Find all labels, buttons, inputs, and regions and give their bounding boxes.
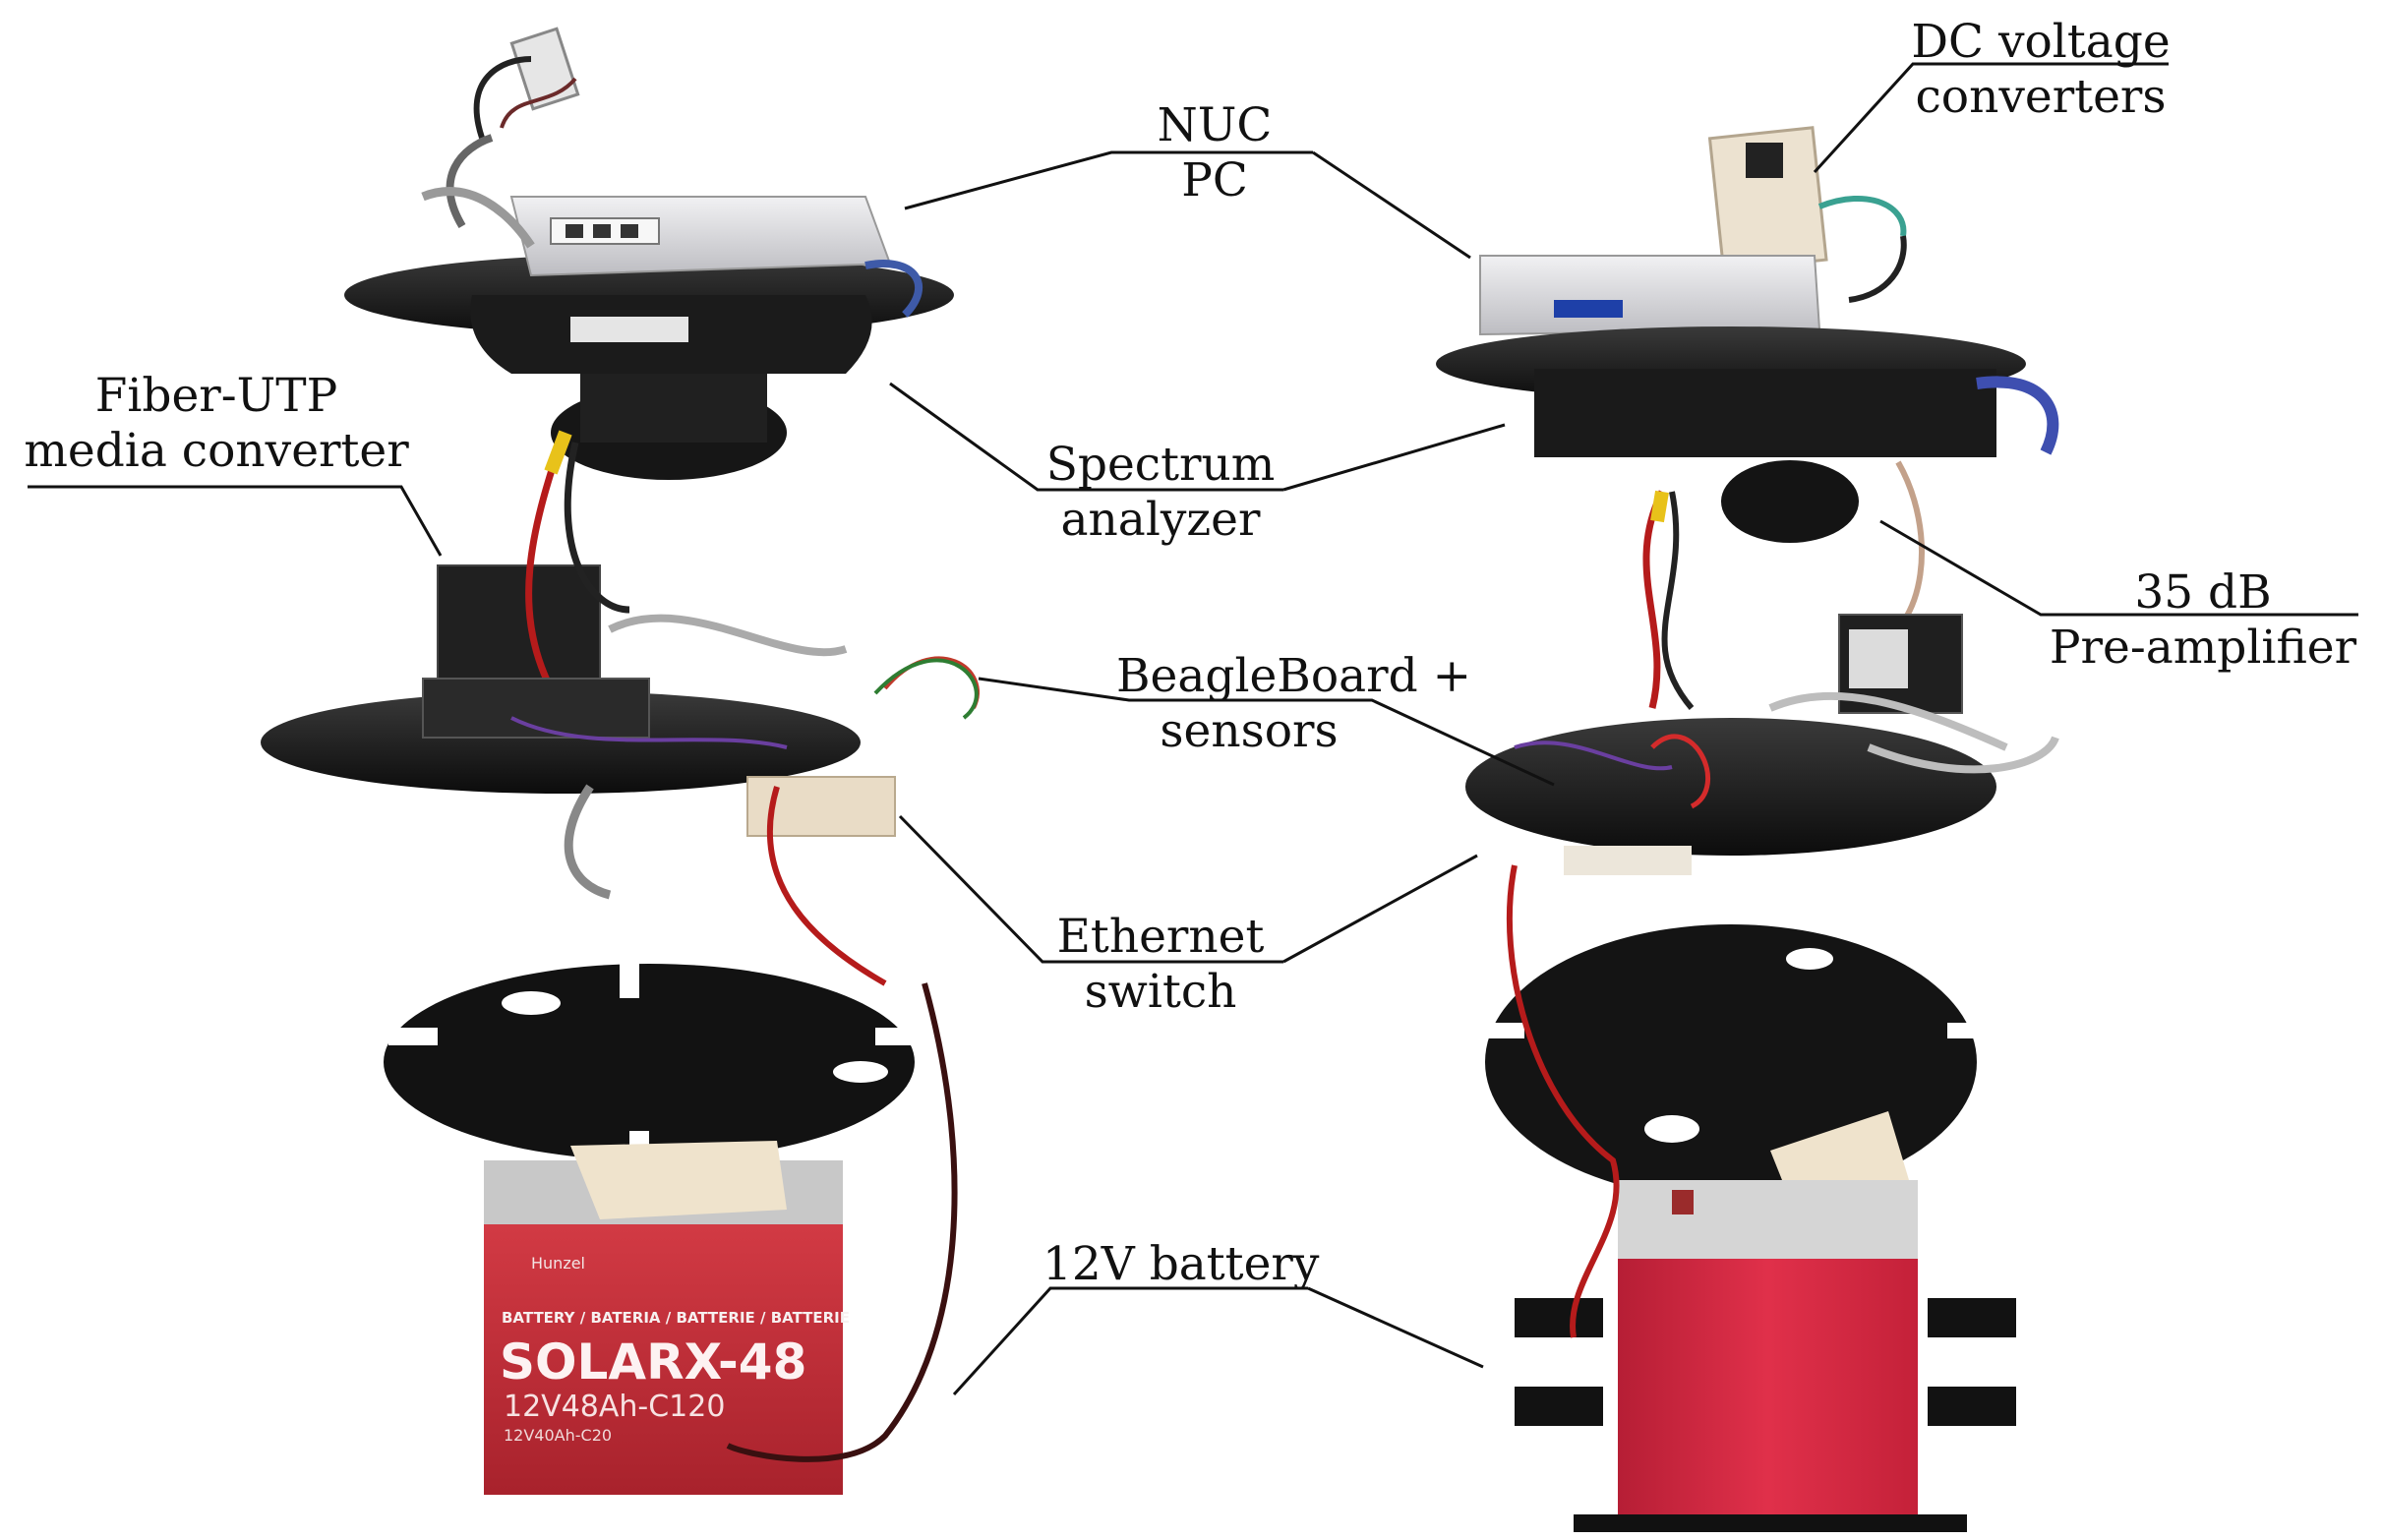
- wire: [564, 442, 630, 614]
- wire: [873, 658, 979, 720]
- label-beagle-line1: BeagleBoard +: [1116, 649, 1472, 703]
- yellow-connector: [1650, 490, 1669, 523]
- wire: [1848, 235, 1907, 303]
- label-fiber-line1: Fiber-UTP: [94, 369, 338, 423]
- dc-converter-chip: [1746, 143, 1783, 178]
- wire: [864, 260, 923, 318]
- label-spectrum: Spectrum analyzer: [1033, 438, 1288, 548]
- label-spectrum-line2: analyzer: [1060, 493, 1261, 547]
- right-tower: [1436, 126, 2059, 1532]
- label-ethernet-line1: Ethernet: [1056, 910, 1265, 964]
- leader-spectrum-right: [1282, 423, 1506, 492]
- red-power-wire: [1506, 864, 1620, 1338]
- middle-plate-right: [1465, 718, 1996, 856]
- leader-spectrum-left: [889, 382, 1283, 492]
- wire: [1768, 691, 2008, 751]
- battery-terminal: [1672, 1190, 1694, 1214]
- label-spectrum-line1: Spectrum: [1045, 438, 1276, 492]
- ethernet-switch-right: [1564, 846, 1692, 875]
- spectrum-fan-right: [1721, 460, 1859, 543]
- wire: [1661, 491, 1695, 710]
- wire: [1817, 196, 1907, 237]
- left-tower: Hunzel BATTERY / BATERIA / BATTERIE / BA…: [261, 27, 980, 1495]
- wire: [510, 716, 788, 749]
- wire: [446, 134, 494, 229]
- middle-plate: [261, 691, 861, 794]
- battery-stand-bar: [1928, 1298, 2016, 1337]
- leader-battery-left: [952, 1286, 1308, 1396]
- battery-rating: 12V48Ah-C120: [504, 1390, 725, 1424]
- battery-category: BATTERY / BATERIA / BATTERIE / BATTERIE: [502, 1309, 850, 1327]
- spectrum-base: [580, 374, 767, 443]
- wire: [500, 77, 577, 129]
- battery-stand-bar: [1928, 1387, 2016, 1426]
- nuc-port: [566, 224, 583, 238]
- label-beagle: BeagleBoard + sensors: [1116, 649, 1472, 759]
- wire: [1514, 740, 1673, 771]
- leader-nuc-left: [904, 150, 1313, 210]
- red-power-wire: [1642, 490, 1666, 709]
- battery-stand-bar: [1515, 1298, 1603, 1337]
- red-power-wire: [726, 982, 958, 1462]
- label-preamp-line1: 35 dB: [2134, 565, 2272, 620]
- battery-model: SOLARX-48: [500, 1333, 806, 1391]
- fiber-media-converter: [437, 564, 601, 694]
- label-dc-line1: DC voltage: [1911, 15, 2171, 69]
- wire: [608, 614, 848, 657]
- label-nuc-line2: PC: [1181, 153, 1248, 207]
- battery-rating-secondary: 12V40Ah-C20: [504, 1426, 612, 1445]
- nuc-port: [1554, 300, 1623, 318]
- nuc-pc-right: [1479, 255, 1821, 336]
- pre-amplifier-label: [1849, 629, 1908, 688]
- nuc-port: [621, 224, 638, 238]
- leader-nuc-right: [1312, 150, 1471, 260]
- lower-plate-right: [1480, 924, 1992, 1200]
- battery-stand-bar: [1515, 1387, 1603, 1426]
- spectrum-label: [570, 317, 688, 342]
- leader-lines: [28, 62, 2358, 1396]
- battery-left: Hunzel BATTERY / BATERIA / BATTERIE / BA…: [484, 1224, 850, 1495]
- battery-base: [1574, 1514, 1967, 1532]
- battery-right: [1618, 1259, 1918, 1519]
- label-nuc-line1: NUC: [1157, 98, 1273, 152]
- label-fiber: Fiber-UTP media converter: [20, 369, 413, 479]
- wire: [1976, 376, 2059, 455]
- leader-battery-right: [1307, 1286, 1484, 1369]
- red-power-wire: [766, 786, 887, 986]
- label-battery-line1: 12V battery: [1042, 1237, 1320, 1291]
- wire: [421, 187, 535, 249]
- lower-plate: [384, 959, 934, 1170]
- label-fiber-line2: media converter: [24, 424, 409, 478]
- label-nuc: NUC PC: [1121, 98, 1308, 208]
- leader-preamp: [1879, 519, 2358, 617]
- label-dc-voltage: DC voltage converters: [1903, 15, 2178, 125]
- wire: [1867, 736, 2059, 774]
- wire: [564, 784, 612, 900]
- label-beagle-line2: sensors: [1160, 704, 1339, 758]
- label-dc-line2: converters: [1915, 70, 2167, 124]
- leader-beagle: [978, 677, 1555, 787]
- red-power-wire: [525, 441, 565, 690]
- label-preamp: 35 dB Pre-amplifier: [2036, 565, 2370, 676]
- nuc-port: [593, 224, 611, 238]
- label-preamp-line2: Pre-amplifier: [2049, 621, 2357, 675]
- label-battery: 12V battery: [1042, 1237, 1320, 1292]
- battery-top-right: [1618, 1180, 1918, 1264]
- wire: [1650, 734, 1711, 809]
- spectrum-analyzer-right: [1534, 369, 1996, 457]
- foam-block: [570, 1141, 787, 1219]
- leader-fiber: [28, 485, 443, 557]
- wire: [473, 56, 532, 139]
- label-ethernet: Ethernet switch: [1033, 910, 1288, 1020]
- battery-brand: Hunzel: [531, 1254, 585, 1273]
- wire: [883, 656, 980, 709]
- leader-dc: [1813, 62, 2169, 174]
- yellow-connector: [544, 430, 572, 475]
- label-ethernet-line2: switch: [1084, 965, 1237, 1019]
- leader-ethernet-right: [1282, 854, 1478, 964]
- leader-ethernet-left: [898, 814, 1283, 964]
